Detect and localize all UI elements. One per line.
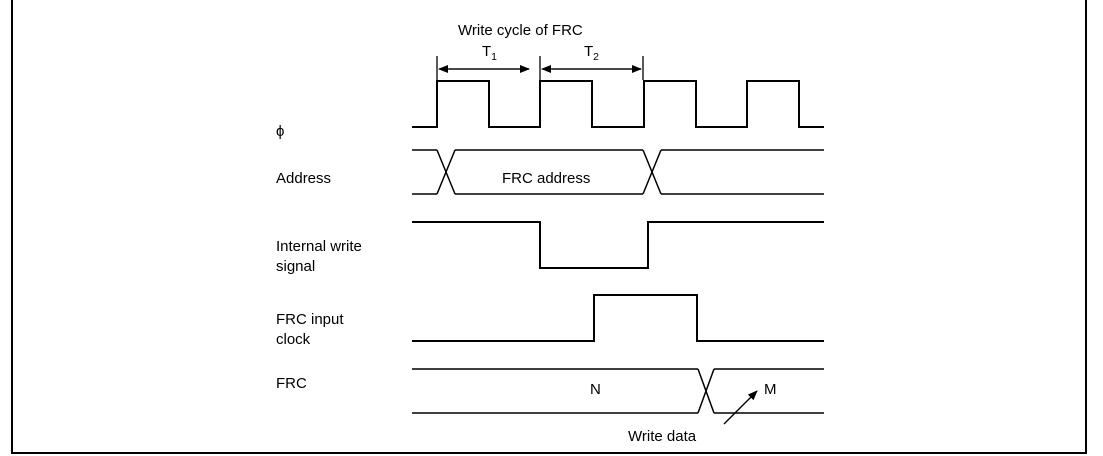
- write-data-arrow: [723, 390, 758, 425]
- t2-label: T2: [584, 43, 599, 63]
- address-label: Address: [276, 170, 331, 187]
- phi-label: ϕ: [276, 123, 284, 140]
- internal-write-label-line2: signal: [276, 258, 315, 275]
- frc-waveform: [412, 368, 824, 414]
- frc-old-value: N: [590, 381, 601, 398]
- frc-new-value: M: [764, 381, 777, 398]
- frc-input-clock-waveform: [412, 294, 824, 342]
- frc-address-value: FRC address: [502, 170, 590, 187]
- t1-label: T1: [482, 43, 497, 63]
- frc-input-clock-label-line2: clock: [276, 331, 311, 348]
- frc-label: FRC: [276, 375, 307, 392]
- write-cycle-title: Write cycle of FRC: [458, 22, 583, 39]
- phi-waveform: [412, 80, 824, 128]
- frc-input-clock-label-line1: FRC input: [276, 311, 344, 328]
- write-data-label: Write data: [628, 428, 697, 445]
- address-waveform: [412, 149, 824, 195]
- internal-write-label-line1: Internal write: [276, 238, 362, 255]
- internal-write-waveform: [412, 221, 824, 269]
- diagram-frame: [11, 0, 1087, 454]
